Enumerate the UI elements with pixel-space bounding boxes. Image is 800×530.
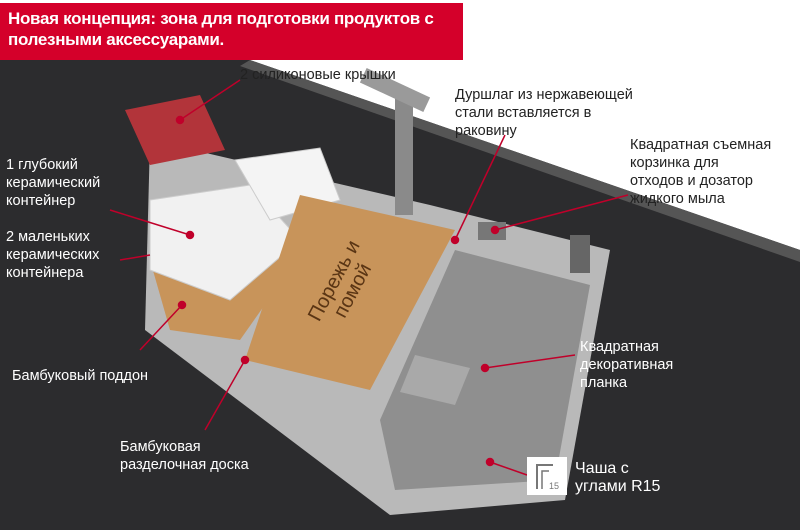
r15-icon-text: 15 (549, 481, 559, 491)
label-cutting-board: Бамбуковая разделочная доска (120, 439, 249, 473)
cutting-board (245, 195, 455, 390)
silicone-lid (125, 95, 225, 165)
ceramic-container-large (149, 184, 301, 301)
faucet (395, 95, 413, 215)
faucet-spout (359, 67, 431, 113)
label-basket: Квадратная съемная корзинка для отходов … (630, 137, 772, 207)
page-title: Новая концепция: зона для подготовки про… (0, 3, 463, 60)
leader-lines (109, 79, 629, 476)
r15-corner-icon: 15 (527, 457, 567, 495)
label-bowl: Чаша с углами R15 (575, 460, 661, 495)
label-colander: Дуршлаг из нержавеющей стали вставляется… (455, 87, 633, 139)
label-decor-plate: Квадратная декоративная планка (580, 339, 674, 391)
corner-radius-icon: 15 (536, 464, 559, 491)
label-bamboo-tray: Бамбуковый поддон (12, 368, 149, 384)
label-small-containers: 2 маленьких керамических контейнера (6, 229, 100, 281)
decor-plate (400, 355, 470, 405)
label-lids: 2 силиконовые крышки (240, 67, 396, 83)
soap-dispenser (570, 235, 590, 273)
countertop-edge (240, 60, 800, 262)
label-deep-container: 1 глубокий керамический контейнер (6, 157, 101, 209)
